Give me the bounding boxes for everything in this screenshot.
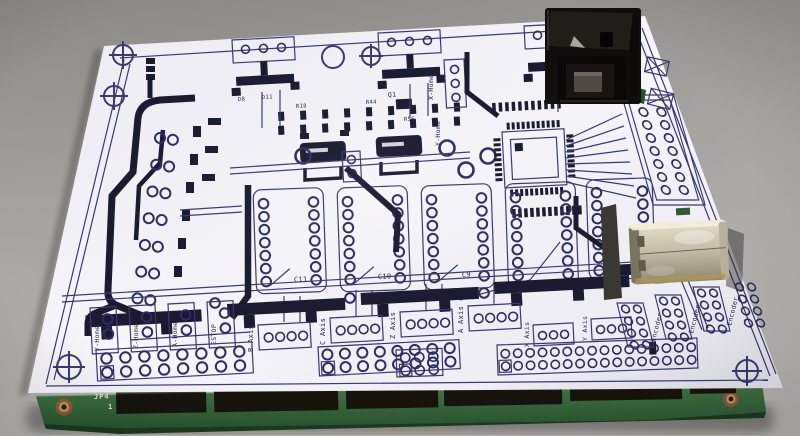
pcb-photo: JP4 1 — [0, 0, 800, 436]
pcb-photo-scene: JP4 1 — [0, 0, 800, 436]
photo-vignette — [0, 0, 800, 436]
